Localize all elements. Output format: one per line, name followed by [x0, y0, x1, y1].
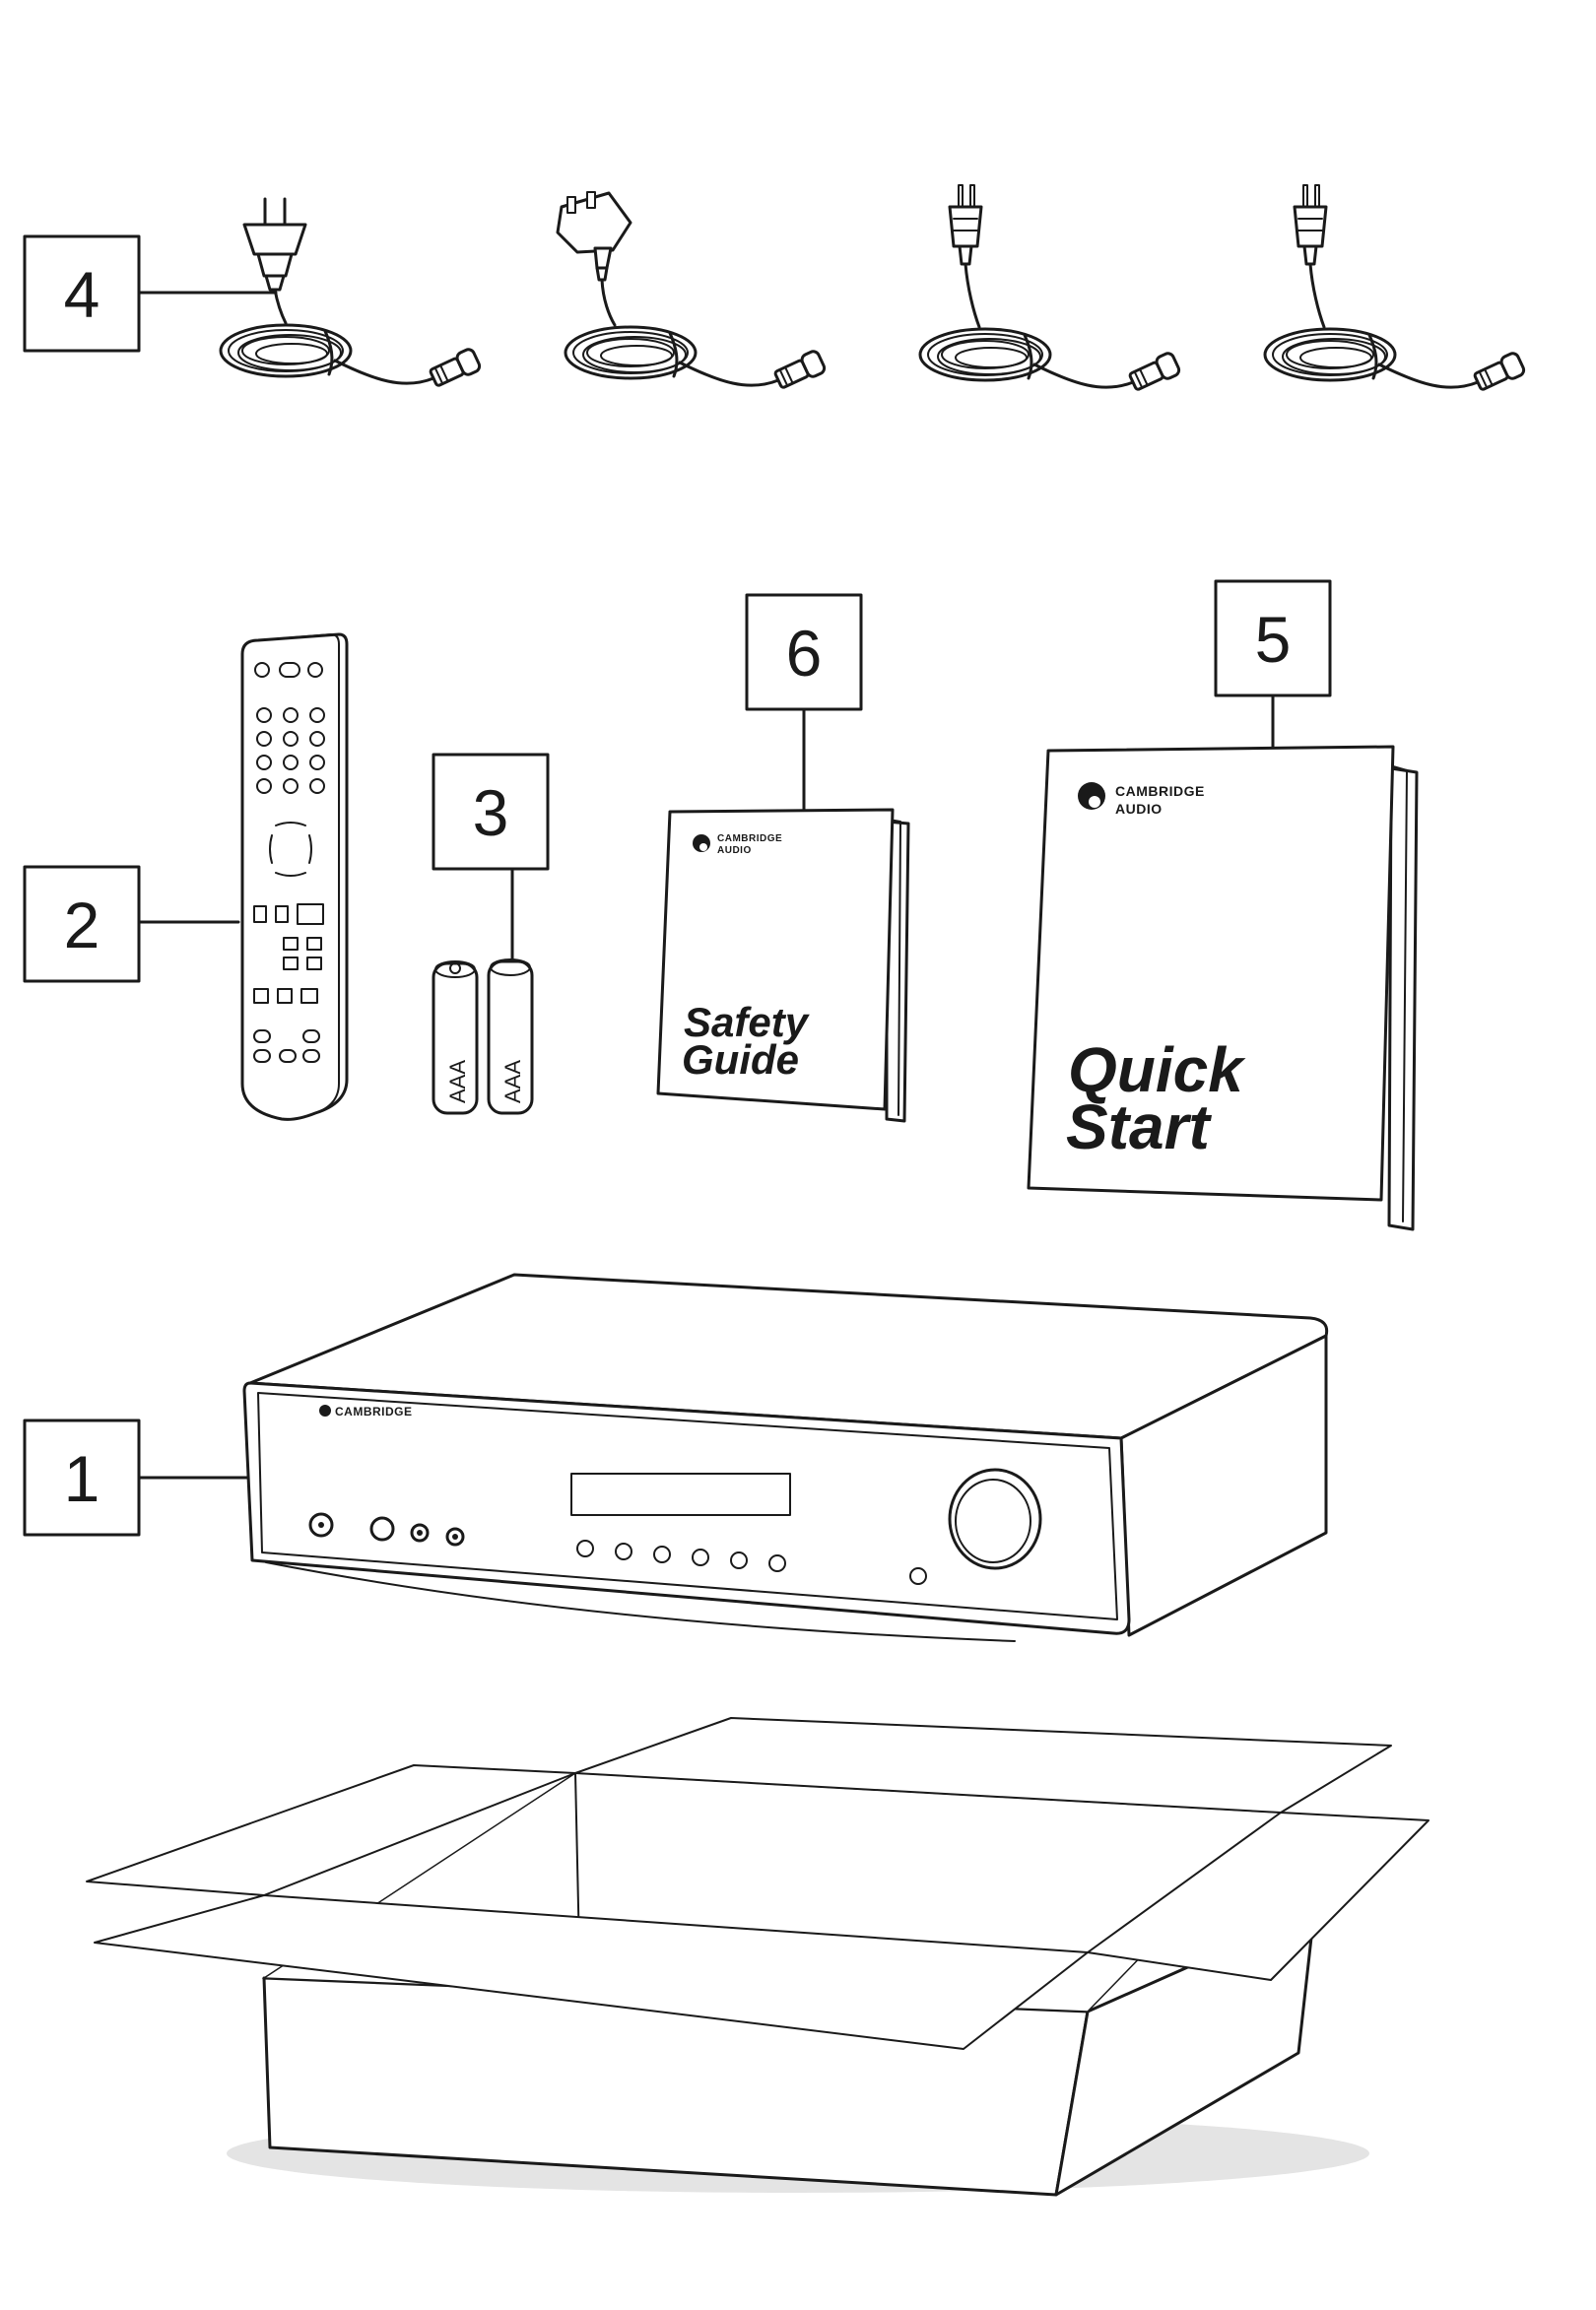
us-power-cable-2 [1263, 183, 1528, 395]
box-icon [86, 1717, 1430, 2197]
safety-guide-booklet: CAMBRIDGE AUDIO Safety Guide [656, 808, 910, 1123]
input-jack-1 [410, 1523, 430, 1543]
volume-knob [948, 1468, 1042, 1570]
eu-power-cable [219, 197, 484, 391]
battery-label-left: AAA [445, 1060, 470, 1103]
source-button-5 [730, 1551, 748, 1569]
callout-4: 4 [23, 234, 278, 353]
us-plug-icon [1293, 183, 1328, 266]
cambridge-logo-icon [319, 1405, 331, 1417]
source-button-4 [692, 1549, 709, 1566]
battery-icon: AAA [432, 960, 479, 1115]
callout-4-number: 4 [64, 258, 100, 331]
callout-2: 2 [23, 865, 240, 983]
power-button [308, 1512, 334, 1538]
safety-guide-brand-line1: CAMBRIDGE [717, 833, 782, 844]
battery-icon: AAA [487, 958, 534, 1115]
amplifier-brand: CAMBRIDGE [335, 1405, 413, 1419]
booklet-icon [693, 834, 710, 852]
callout-3-box [432, 753, 550, 871]
standby-led [909, 1567, 927, 1585]
callout-6-number: 6 [786, 617, 823, 690]
amplifier-icon: CAMBRIDGE [242, 1273, 1329, 1642]
remote-buttons [253, 662, 325, 1063]
battery-label-right: AAA [500, 1060, 525, 1103]
uk-plug-icon [556, 191, 632, 282]
us-plug-icon [948, 183, 983, 266]
source-button-6 [768, 1554, 786, 1572]
safety-guide-brand-line2: AUDIO [717, 845, 752, 856]
callout-2-number: 2 [64, 889, 100, 961]
callout-3: 3 [432, 753, 550, 1009]
safety-guide-title-line1: Safety [684, 999, 811, 1045]
callout-2-box [23, 865, 141, 983]
booklet-icon [1078, 782, 1105, 810]
headphone-jack [369, 1516, 395, 1542]
callout-1: 1 [23, 1419, 284, 1537]
callout-5-number: 5 [1255, 603, 1292, 676]
callout-3-number: 3 [473, 776, 509, 849]
remote-control-icon [240, 632, 349, 1121]
source-button-3 [653, 1546, 671, 1563]
eu-plug-icon [242, 197, 307, 292]
quick-start-booklet: CAMBRIDGE AUDIO Quick Start [1027, 745, 1419, 1231]
callout-1-number: 1 [64, 1442, 100, 1515]
uk-power-cable [556, 191, 829, 393]
safety-guide-title-line2: Guide [682, 1036, 799, 1083]
quick-start-title-line1: Quick [1068, 1034, 1246, 1105]
display-window [570, 1473, 791, 1516]
quick-start-brand-line2: AUDIO [1115, 801, 1163, 817]
source-button-1 [576, 1540, 594, 1557]
input-jack-2 [445, 1527, 465, 1547]
us-power-cable-1 [918, 183, 1183, 395]
quick-start-title-line2: Start [1066, 1091, 1213, 1162]
quick-start-brand-line1: CAMBRIDGE [1115, 783, 1205, 799]
source-button-2 [615, 1543, 632, 1560]
